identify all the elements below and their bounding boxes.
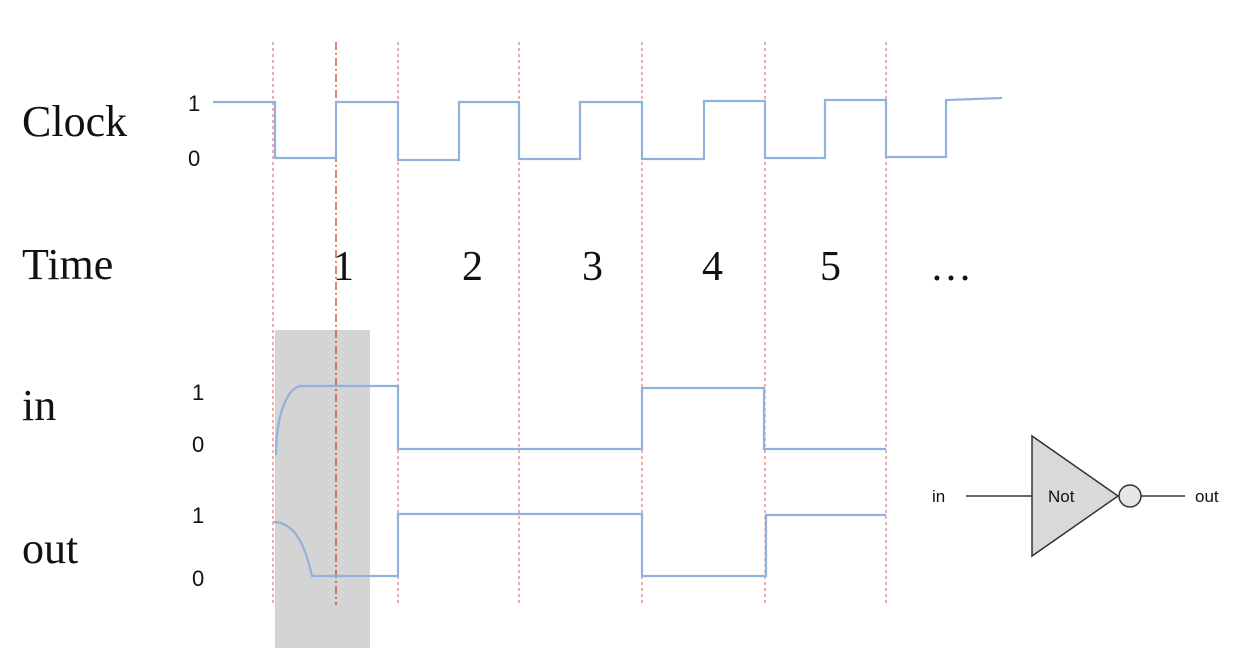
gate-output-label: out [1195, 487, 1219, 506]
clock-row-label: Clock [22, 97, 127, 146]
clock-high-level: 1 [188, 91, 200, 116]
in-low-level: 0 [192, 432, 204, 457]
out-low-level: 0 [192, 566, 204, 591]
time-step-3: 3 [582, 244, 603, 290]
time-step-5: 5 [820, 244, 841, 290]
gate-name-label: Not [1048, 487, 1075, 506]
time-step-2: 2 [462, 244, 483, 290]
gate-input-label: in [932, 487, 945, 506]
clock-waveform [213, 96, 1003, 162]
time-step-4: 4 [702, 244, 723, 290]
not-gate: Not in out [932, 434, 1219, 558]
in-waveform [274, 384, 886, 456]
gate-triangle [1031, 434, 1120, 558]
time-step-1: 1 [333, 244, 354, 290]
clock-low-level: 0 [188, 146, 200, 171]
out-waveform [272, 512, 886, 578]
gate-inversion-bubble [1118, 484, 1142, 508]
out-high-level: 1 [192, 503, 204, 528]
settling-highlight [275, 330, 370, 648]
out-row-label: out [22, 524, 78, 573]
in-row-label: in [22, 381, 56, 430]
in-high-level: 1 [192, 380, 204, 405]
clock-edge-guides [272, 42, 887, 605]
time-ellipsis: … [930, 244, 972, 290]
time-row-label: Time [22, 240, 113, 289]
